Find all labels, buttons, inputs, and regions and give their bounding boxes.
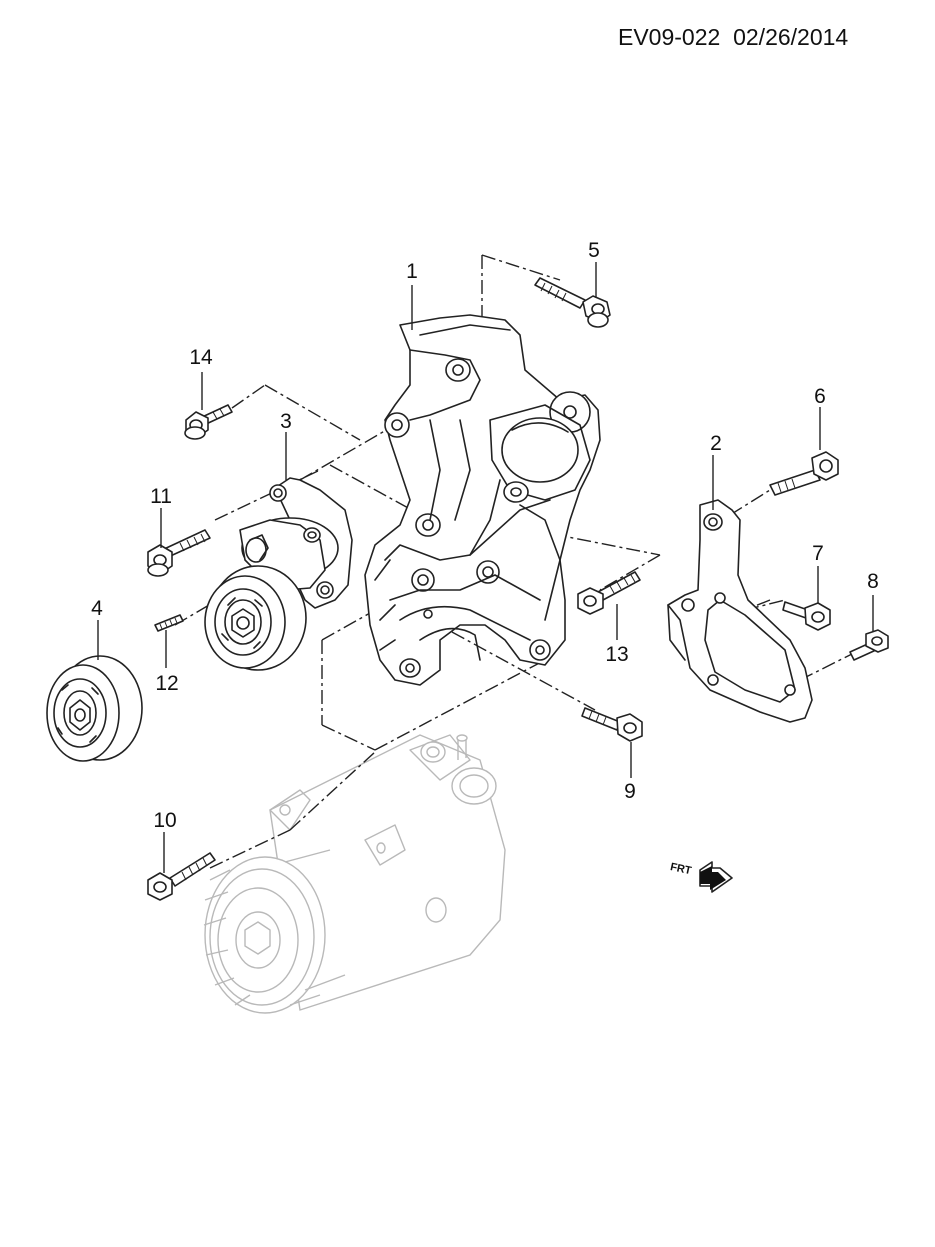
idler-pulley [46, 655, 143, 762]
callout-4: 4 [91, 597, 103, 620]
bolt-8 [849, 629, 889, 661]
callout-1: 1 [406, 260, 418, 283]
diagram-header: EV09-022 02/26/2014 [618, 24, 848, 51]
diagram-date: 02/26/2014 [733, 24, 849, 50]
diagram-code: EV09-022 [618, 24, 721, 50]
ac-compressor [203, 734, 506, 1014]
bolt-13 [577, 571, 641, 615]
stud-12 [154, 614, 184, 632]
bolt-10 [147, 852, 216, 901]
callout-11: 11 [150, 485, 172, 508]
bolt-6 [769, 451, 839, 496]
tensioner-pulley [204, 565, 307, 671]
callout-leaders [97, 262, 874, 873]
main-bracket [364, 314, 601, 686]
callout-14: 14 [189, 346, 213, 369]
callout-12: 12 [155, 672, 178, 695]
callout-labels: 1 2 3 4 5 6 7 8 9 10 11 12 13 14 [91, 239, 879, 832]
bolt-7 [782, 601, 831, 631]
bolt-14 [184, 404, 233, 440]
secondary-bracket [667, 499, 813, 723]
callout-2: 2 [710, 432, 722, 455]
callout-8: 8 [867, 570, 879, 593]
callout-3: 3 [280, 410, 292, 433]
front-arrow-label: FRT [669, 861, 693, 877]
callout-9: 9 [624, 780, 636, 803]
callout-5: 5 [588, 239, 600, 262]
front-direction-arrow: FRT [669, 861, 733, 893]
callout-10: 10 [153, 809, 176, 832]
bolt-5 [534, 277, 611, 328]
callout-6: 6 [814, 385, 826, 408]
bolt-11 [147, 529, 211, 577]
callout-7: 7 [812, 542, 824, 565]
callout-13: 13 [605, 643, 628, 666]
bolt-9 [581, 707, 643, 742]
